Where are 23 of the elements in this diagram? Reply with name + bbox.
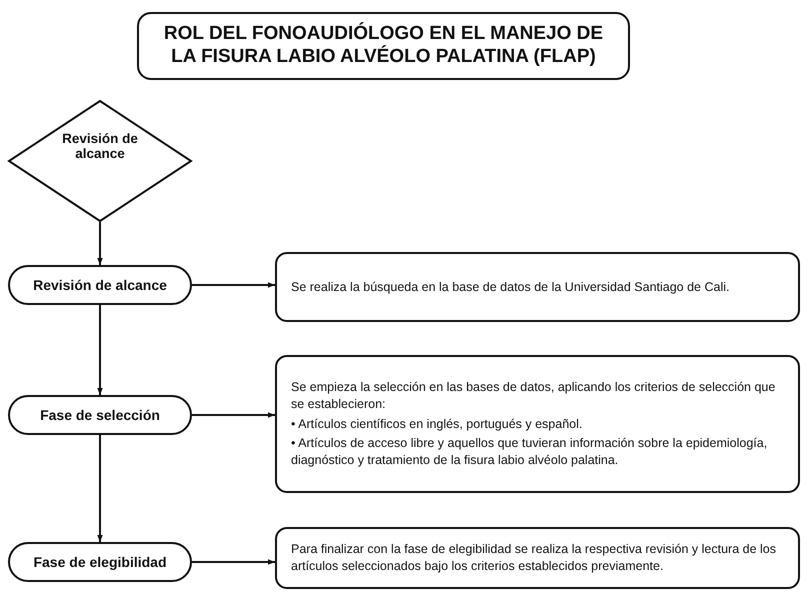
process-pill (8, 542, 192, 582)
step-label: Revisión de alcance (61, 131, 139, 161)
arrow (97, 305, 103, 395)
title-box (137, 12, 630, 80)
step-label: Fase de elegibilidad (33, 554, 167, 570)
description-text: • Artículos científicos en inglés, portugués y español. (291, 416, 584, 432)
arrow (97, 222, 103, 265)
title-text: ROL DEL FONOAUDIÓLOGO EN EL MANEJO DE LA FISURA LABIO ALVÉOLO PALATINA (FLAP) (163, 23, 604, 69)
description-box (275, 527, 800, 589)
step-label: Revisión de alcance (33, 277, 167, 293)
description-text: Para finalizar con la fase de elegibilidad se realiza la respectiva revisión y lectura de los artículos seleccionados bajo los criterios establecidos previamente. (291, 541, 777, 575)
description-text: • Artículos de acceso libre y aquellos que tuvieran información sobre la epidemiología, diagnóstico y tratamiento de la fisura labio alvéolo palatina. (291, 435, 768, 470)
description-text: Se empieza la selección en las bases de datos, aplicando los criterios de selección que se establecieron: (291, 378, 776, 413)
description-text: Se realiza la búsqueda en la base de datos de la Universidad Santiago de Cali. (291, 278, 730, 296)
description-box (275, 355, 800, 493)
step-label: Fase de selección (40, 407, 160, 423)
arrow (192, 282, 275, 288)
process-pill (8, 265, 192, 305)
arrow (192, 559, 275, 565)
arrow (192, 412, 275, 418)
arrow (97, 435, 103, 542)
process-pill (8, 395, 192, 435)
description-box (275, 252, 800, 322)
